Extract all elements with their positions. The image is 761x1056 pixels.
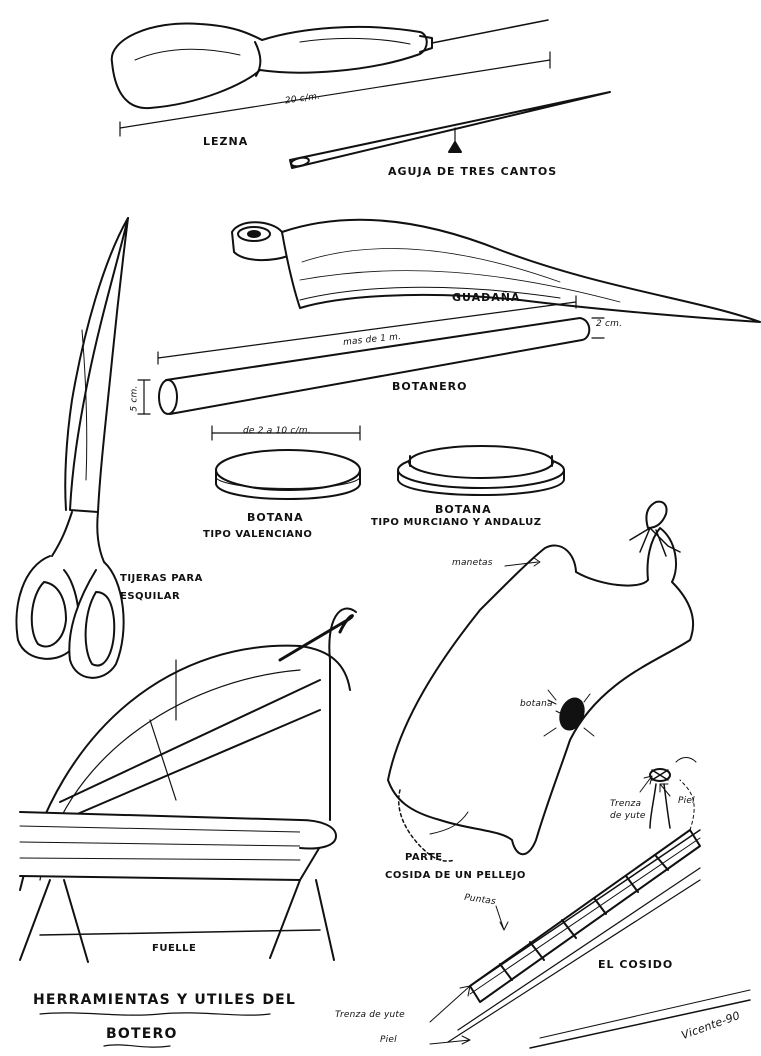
curved-knife-drawing [232,220,760,322]
plug-valenciano-type: TIPO VALENCIANO [203,530,312,540]
shears-drawing [16,218,128,678]
stitching-label: EL COSIDO [598,959,673,970]
needle-drawing [290,92,610,168]
page-title: HERRAMIENTAS Y UTILES DEL [33,993,296,1007]
plug-murciano-type: TIPO MURCIANO Y ANDALUZ [371,518,542,528]
knot-detail-drawing [650,758,696,829]
arrow-icon [640,776,652,792]
arrow-icon [496,906,508,930]
plug-murciano-drawing [398,446,564,495]
bellows-label: FUELLE [152,944,196,954]
shears-label-1: TIJERAS PARA [120,574,203,584]
sewn-part-label-1: PARTE [405,853,443,863]
handles-label: manetas [452,559,493,568]
braid-label-1: Trenza [610,800,641,809]
title-underline [104,1045,170,1047]
title-underline [40,1013,270,1015]
braid-label-2: de yute [610,812,646,821]
braid-jute-label: Trenza de yute [335,1011,405,1020]
rod-drawing [138,296,604,414]
arrow-icon [430,986,470,1022]
awl-label: LEZNA [203,136,248,147]
plug-valenciano-drawing [212,426,360,499]
plug-size-label: de 2 a 10 c/m. [243,427,311,436]
wineskin-drawing [388,502,693,861]
shears-label-2: ESQUILAR [120,592,180,602]
leather-label-2: Piel [380,1036,397,1045]
rod-height-label: 5 cm. [131,385,140,411]
rod-label: BOTANERO [392,381,467,392]
needle-label: AGUJA DE TRES CANTOS [388,166,557,177]
sewn-part-label-2: COSIDA DE UN PELLEJO [385,871,526,881]
plug-murciano-label: BOTANA [435,504,492,515]
leather-label-1: Piel [678,797,695,806]
plug-small-label: botana [520,700,553,709]
curved-knife-label: GUADAÑA [452,292,521,303]
rod-diameter-label: 2 cm. [596,320,622,329]
arrow-icon [430,1036,470,1044]
plug-valenciano-label: BOTANA [247,512,304,523]
page-title-line-2: BOTERO [106,1027,178,1041]
